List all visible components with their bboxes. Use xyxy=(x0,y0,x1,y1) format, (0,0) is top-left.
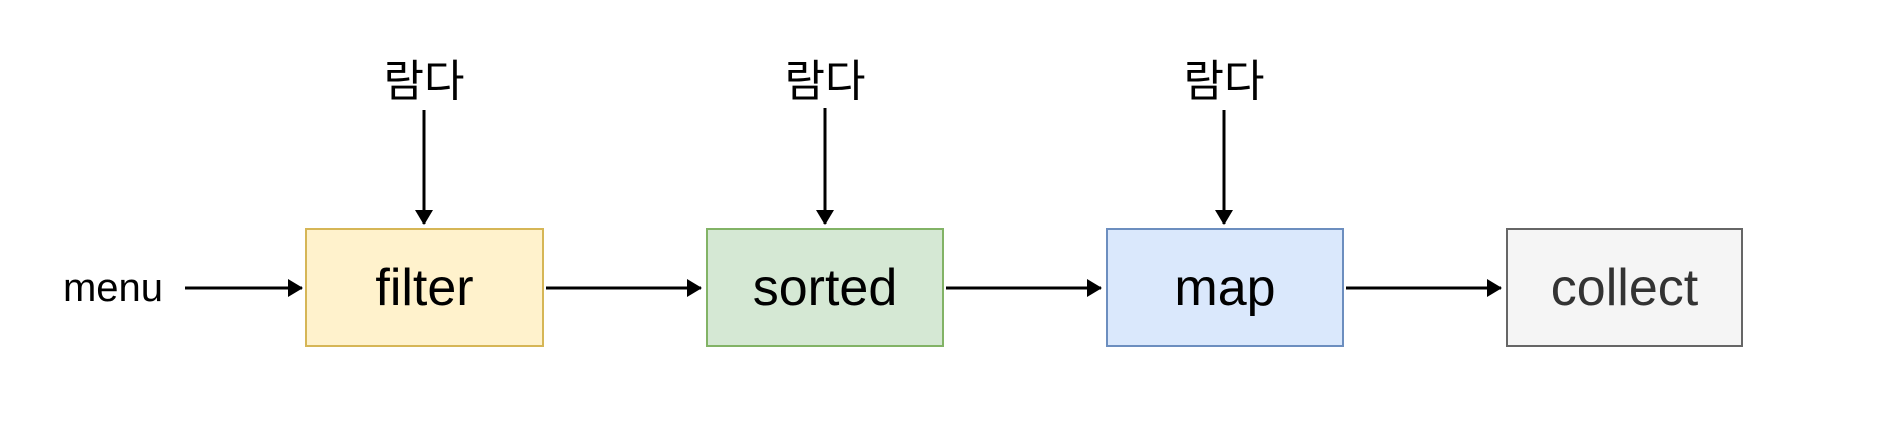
node-label: filter xyxy=(375,258,474,317)
input-label-menu: menu xyxy=(62,266,164,310)
node-sorted: sorted xyxy=(706,228,944,347)
node-label: sorted xyxy=(752,258,898,317)
node-filter: filter xyxy=(305,228,544,347)
node-collect: collect xyxy=(1506,228,1743,347)
node-label: collect xyxy=(1550,258,1699,317)
lambda-label-2: 람다 xyxy=(784,57,866,106)
node-map: map xyxy=(1106,228,1344,347)
lambda-label-1: 람다 xyxy=(383,57,465,106)
lambda-label-3: 람다 xyxy=(1183,57,1265,106)
node-label: map xyxy=(1174,258,1276,317)
